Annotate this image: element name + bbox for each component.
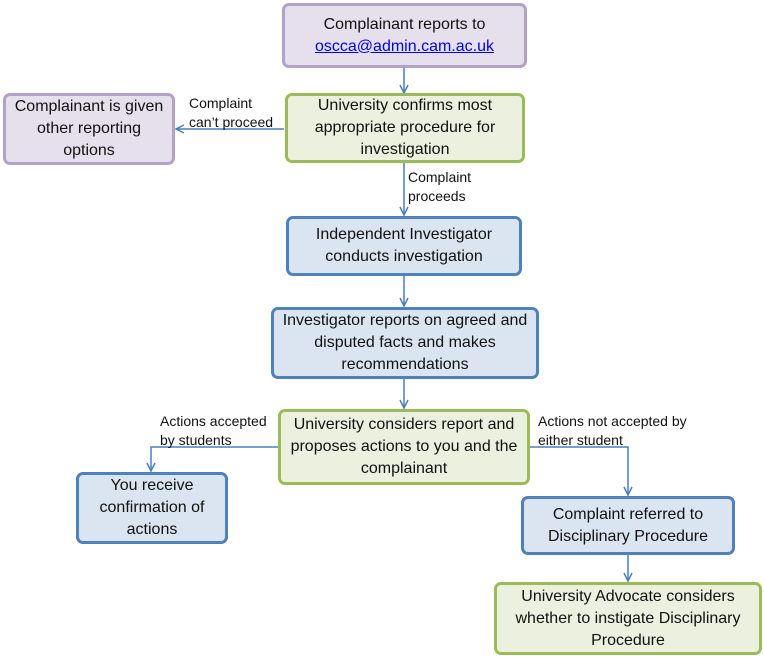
node-receive-text: You receive confirmation of actions	[99, 477, 205, 538]
arrow-considers-to-referred	[530, 446, 628, 495]
label-proceeds-line2: proceeds	[408, 188, 466, 204]
node-university-considers: University considers report and proposes…	[278, 409, 530, 485]
node-considers-text: University considers report and proposes…	[290, 416, 518, 477]
node-report-text: Complainant reports to	[323, 15, 486, 33]
label-accepted-line2: by students	[160, 432, 232, 448]
node-investigator-reports: Investigator reports on agreed and dispu…	[271, 307, 539, 379]
email-link[interactable]: oscca@admin.cam.ac.uk	[315, 37, 494, 55]
label-cant-proceed-line2: can’t proceed	[189, 114, 274, 130]
node-receive-confirmation: You receive confirmation of actions	[76, 472, 228, 544]
label-not-accepted-line1: Actions not accepted by	[538, 413, 687, 429]
label-accepted-line1: Actions accepted	[160, 413, 267, 429]
label-proceeds-line1: Complaint	[408, 169, 472, 185]
node-investigator-text: Independent Investigator conducts invest…	[315, 226, 493, 265]
label-cant-proceed-line1: Complaint	[189, 95, 253, 111]
node-advocate-text: University Advocate considers whether to…	[515, 587, 741, 649]
node-confirm-text: University confirms most appropriate pro…	[314, 97, 496, 158]
node-complainant-reports: Complainant reports to oscca@admin.cam.a…	[282, 3, 527, 68]
node-reports-text: Investigator reports on agreed and dispu…	[282, 312, 528, 373]
node-referred-text: Complaint referred to Disciplinary Proce…	[547, 505, 709, 545]
arrow-considers-to-receive	[151, 446, 278, 471]
node-university-advocate: University Advocate considers whether to…	[494, 582, 762, 655]
node-other-reporting-options: Complainant is given other reporting opt…	[3, 93, 175, 165]
node-university-confirms: University confirms most appropriate pro…	[285, 93, 525, 163]
node-other-options-text: Complainant is given other reporting opt…	[14, 98, 164, 159]
label-not-accepted-line2: either student	[538, 432, 623, 448]
node-complaint-referred: Complaint referred to Disciplinary Proce…	[521, 496, 735, 555]
node-independent-investigator: Independent Investigator conducts invest…	[286, 216, 522, 276]
